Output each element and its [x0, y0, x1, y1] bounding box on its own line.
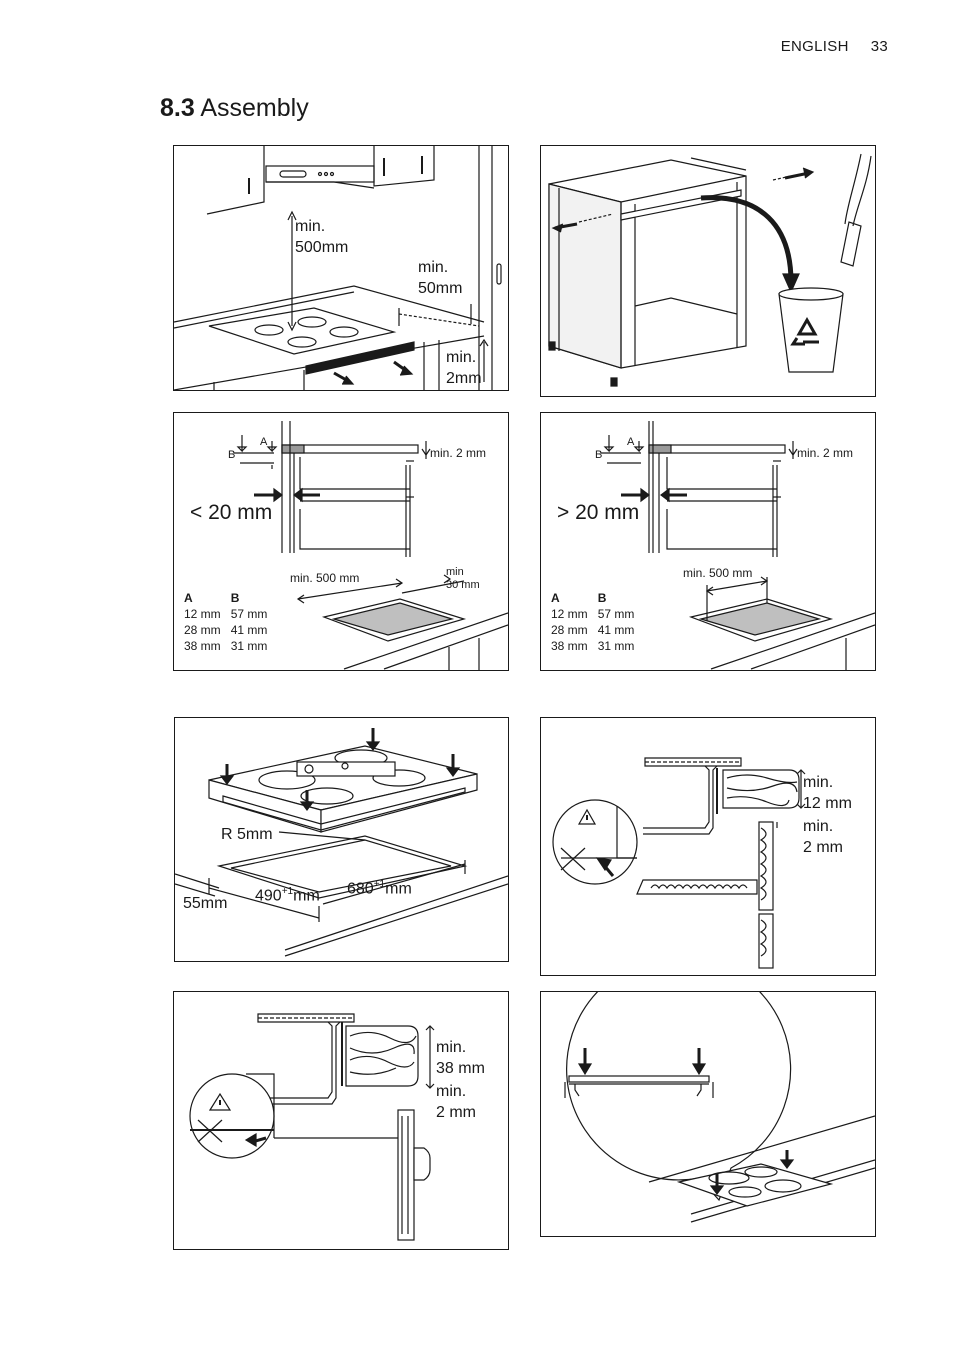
page-header: ENGLISH 33: [759, 38, 888, 55]
label-b: B: [228, 449, 236, 461]
label-line: min.: [436, 1083, 467, 1100]
min-2mm-label: min. 2 mm: [436, 1081, 476, 1123]
table-cell: 28 mm: [184, 623, 221, 637]
figure-seal-12mm: min. 12 mm min. 2 mm: [540, 717, 876, 976]
table-row: 12 mm 57 mm: [184, 606, 277, 622]
label-line: 2 mm: [436, 1104, 476, 1121]
gap-more-20-drawing: [601, 421, 875, 670]
label-line: min.: [436, 1039, 467, 1056]
width-490-label: 490+1mm: [255, 881, 320, 906]
kitchen-clearance-drawing: [174, 146, 502, 390]
dimension-table: A B 12 mm 57 mm 28 mm 41 mm 38 mm 31 mm: [551, 590, 644, 654]
figure-seal-38mm: min. 38 mm min. 2 mm: [173, 991, 509, 1250]
table-cell: 38 mm: [184, 639, 221, 653]
gap-more-20mm-label: > 20 mm: [557, 501, 640, 524]
width-unit: mm: [293, 887, 320, 905]
label-a: A: [627, 436, 635, 448]
figure-remove-panel: [540, 145, 876, 397]
label-line: 2mm: [446, 370, 482, 387]
press-hob-drawing: [564, 992, 875, 1223]
figure-gap-more-20: A B min. 2 mm > 20 mm min. 500 mm A B 12…: [540, 412, 876, 671]
label-line: 500mm: [295, 239, 349, 256]
label-line: 12 mm: [803, 795, 852, 812]
min-50mm-label: min. 50mm: [418, 257, 462, 299]
min-2mm-label: min. 2 mm: [797, 446, 854, 460]
min-2mm-label: min. 2 mm: [803, 816, 843, 858]
page-number: 33: [870, 38, 888, 55]
table-header: B: [230, 591, 240, 605]
label-line: min.: [418, 259, 449, 276]
radius-label: R 5mm: [221, 826, 273, 843]
label-line: 38 mm: [436, 1060, 485, 1077]
cutout-drawing: [175, 728, 508, 957]
figure-press-hob: [540, 991, 876, 1237]
label-line: 30 mm: [446, 579, 480, 591]
gap-less-20mm-label: < 20 mm: [190, 501, 273, 524]
dimension-table: A B 12 mm 57 mm 28 mm 41 mm 38 mm 31 mm: [184, 590, 277, 654]
remove-panel-drawing: [548, 153, 872, 387]
table-header: A: [551, 591, 560, 605]
depth-tolerance: +1: [373, 879, 386, 890]
min-38mm-label: min. 38 mm: [436, 1037, 485, 1079]
min-500mm-label: min. 500 mm: [290, 571, 360, 585]
section-number: 8.3: [160, 94, 195, 122]
width-tolerance: +1: [281, 886, 294, 897]
table-header-row: A B: [184, 590, 277, 606]
label-b: B: [595, 449, 603, 461]
min-30mm-label: min 30 mm: [446, 566, 480, 592]
depth-unit: mm: [385, 880, 412, 898]
label-line: min.: [803, 818, 834, 835]
label-line: 50mm: [418, 280, 463, 297]
min-2mm-label: min. 2mm: [446, 347, 482, 389]
label-line: min.: [446, 349, 477, 366]
figure-cutout-dimensions: R 5mm 490+1mm 680+1mm 55mm: [174, 717, 509, 962]
table-header: B: [597, 591, 607, 605]
table-cell: 57 mm: [597, 607, 635, 621]
table-cell: 57 mm: [230, 607, 268, 621]
width-value: 490: [255, 887, 282, 905]
depth-value: 680: [347, 880, 374, 898]
min-12mm-label: min. 12 mm: [803, 772, 852, 814]
min-2mm-label: min. 2 mm: [430, 446, 487, 460]
table-cell: 31 mm: [230, 639, 268, 653]
table-cell: 41 mm: [230, 623, 268, 637]
section-title: 8.3 Assembly: [160, 94, 309, 123]
seal-38mm-drawing: [189, 1013, 435, 1241]
depth-680-label: 680+1mm: [347, 874, 412, 899]
table-header-row: A B: [551, 590, 644, 606]
table-cell: 12 mm: [551, 607, 588, 621]
edge-55mm-label: 55mm: [183, 895, 228, 912]
seal-12mm-drawing: [552, 757, 806, 969]
label-line: 2 mm: [803, 839, 843, 856]
table-cell: 12 mm: [184, 607, 221, 621]
label-line: min.: [803, 774, 834, 791]
gap-less-20-drawing: [234, 421, 508, 670]
table-cell: 38 mm: [551, 639, 588, 653]
min-500mm-label: min. 500mm: [295, 216, 348, 258]
table-row: 38 mm 31 mm: [184, 638, 277, 654]
figure-gap-less-20: A B min. 2 mm < 20 mm min. 500 mm min 30…: [173, 412, 509, 671]
table-cell: 41 mm: [597, 623, 635, 637]
label-a: A: [260, 436, 268, 448]
table-header: A: [184, 591, 193, 605]
min-500mm-label: min. 500 mm: [683, 566, 753, 580]
section-title-text: Assembly: [200, 94, 309, 122]
section-name: ENGLISH: [780, 38, 849, 55]
table-row: 28 mm 41 mm: [184, 622, 277, 638]
figure-kitchen-clearance: min. 500mm min. 50mm min. 2mm: [173, 145, 509, 391]
table-row: 38 mm 31 mm: [551, 638, 644, 654]
label-line: min.: [295, 218, 326, 235]
label-line: min: [446, 566, 464, 578]
table-row: 12 mm 57 mm: [551, 606, 644, 622]
table-cell: 31 mm: [597, 639, 635, 653]
table-row: 28 mm 41 mm: [551, 622, 644, 638]
table-cell: 28 mm: [551, 623, 588, 637]
